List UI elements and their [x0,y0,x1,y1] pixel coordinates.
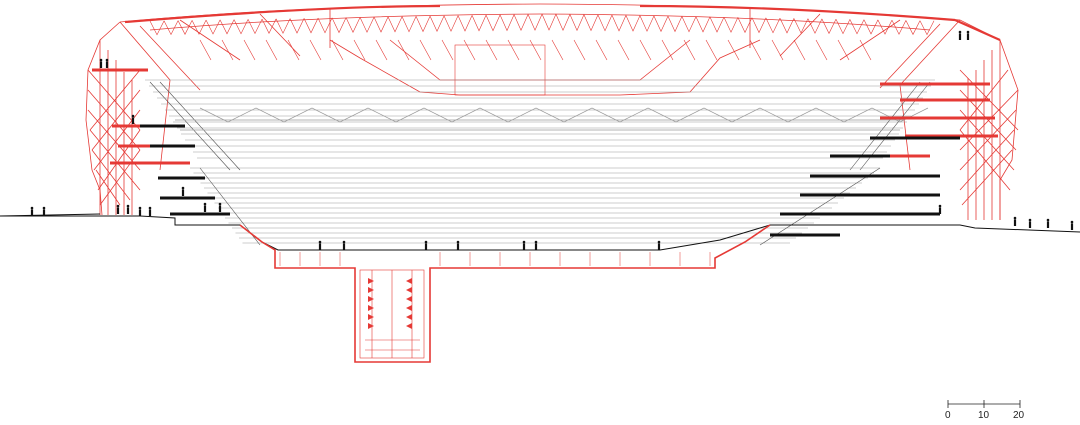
person-figure [1070,220,1074,230]
person-figure [105,58,109,68]
scale-label-0: 0 [945,410,951,421]
concourse-floors-red [92,68,998,165]
seating-rows [145,79,935,244]
person-figure [1013,216,1017,226]
person-figure [342,240,346,250]
roof-truss-web [149,13,935,61]
person-figure [938,204,942,214]
person-figure [534,240,538,250]
shaft-marker [406,278,412,284]
people-figures [30,30,1074,250]
person-figure [203,202,207,212]
person-figure [958,30,962,40]
shaft-marker [368,314,374,320]
roof-truss-zigzag [149,13,935,36]
person-figure [424,240,428,250]
shaft-marker [406,323,412,329]
roof-accent-lines [124,4,1001,42]
roof-structure [85,3,1019,220]
person-figure [148,206,152,216]
ground-line [0,213,1080,251]
shaft-marker [368,305,374,311]
person-figure [126,204,130,214]
person-figure [138,206,142,216]
shaft-marker [368,278,374,284]
person-figure [456,240,460,250]
scale-bar [947,400,1021,408]
roof-underside [175,107,929,131]
roof-truss-diagonals [199,39,872,61]
pitch-foundation [239,224,771,363]
person-figure [1046,218,1050,228]
person-figure [522,240,526,250]
shaft-marker [368,296,374,302]
person-figure [1028,218,1032,228]
person-figure [30,206,34,216]
shaft-marker [406,287,412,293]
person-figure [181,186,185,196]
shaft-marker [406,296,412,302]
person-figure [218,202,222,212]
person-figure [42,206,46,216]
person-figure [116,204,120,214]
person-figure [657,240,661,250]
seating-tiers [145,79,935,246]
shaft-marker [368,323,374,329]
concourse-floors-black [140,124,960,237]
person-figure [966,30,970,40]
shaft-markers [368,278,412,329]
stair-rakes [149,81,931,246]
person-figure [318,240,322,250]
shaft-marker [406,314,412,320]
shaft-marker [406,305,412,311]
shaft-marker [368,287,374,293]
person-figure [99,58,103,68]
person-figure [131,114,135,124]
scale-label-10: 10 [978,410,990,421]
underground-shaft [359,269,425,359]
scale-label-20: 20 [1013,410,1025,421]
pit-grid [279,252,711,266]
